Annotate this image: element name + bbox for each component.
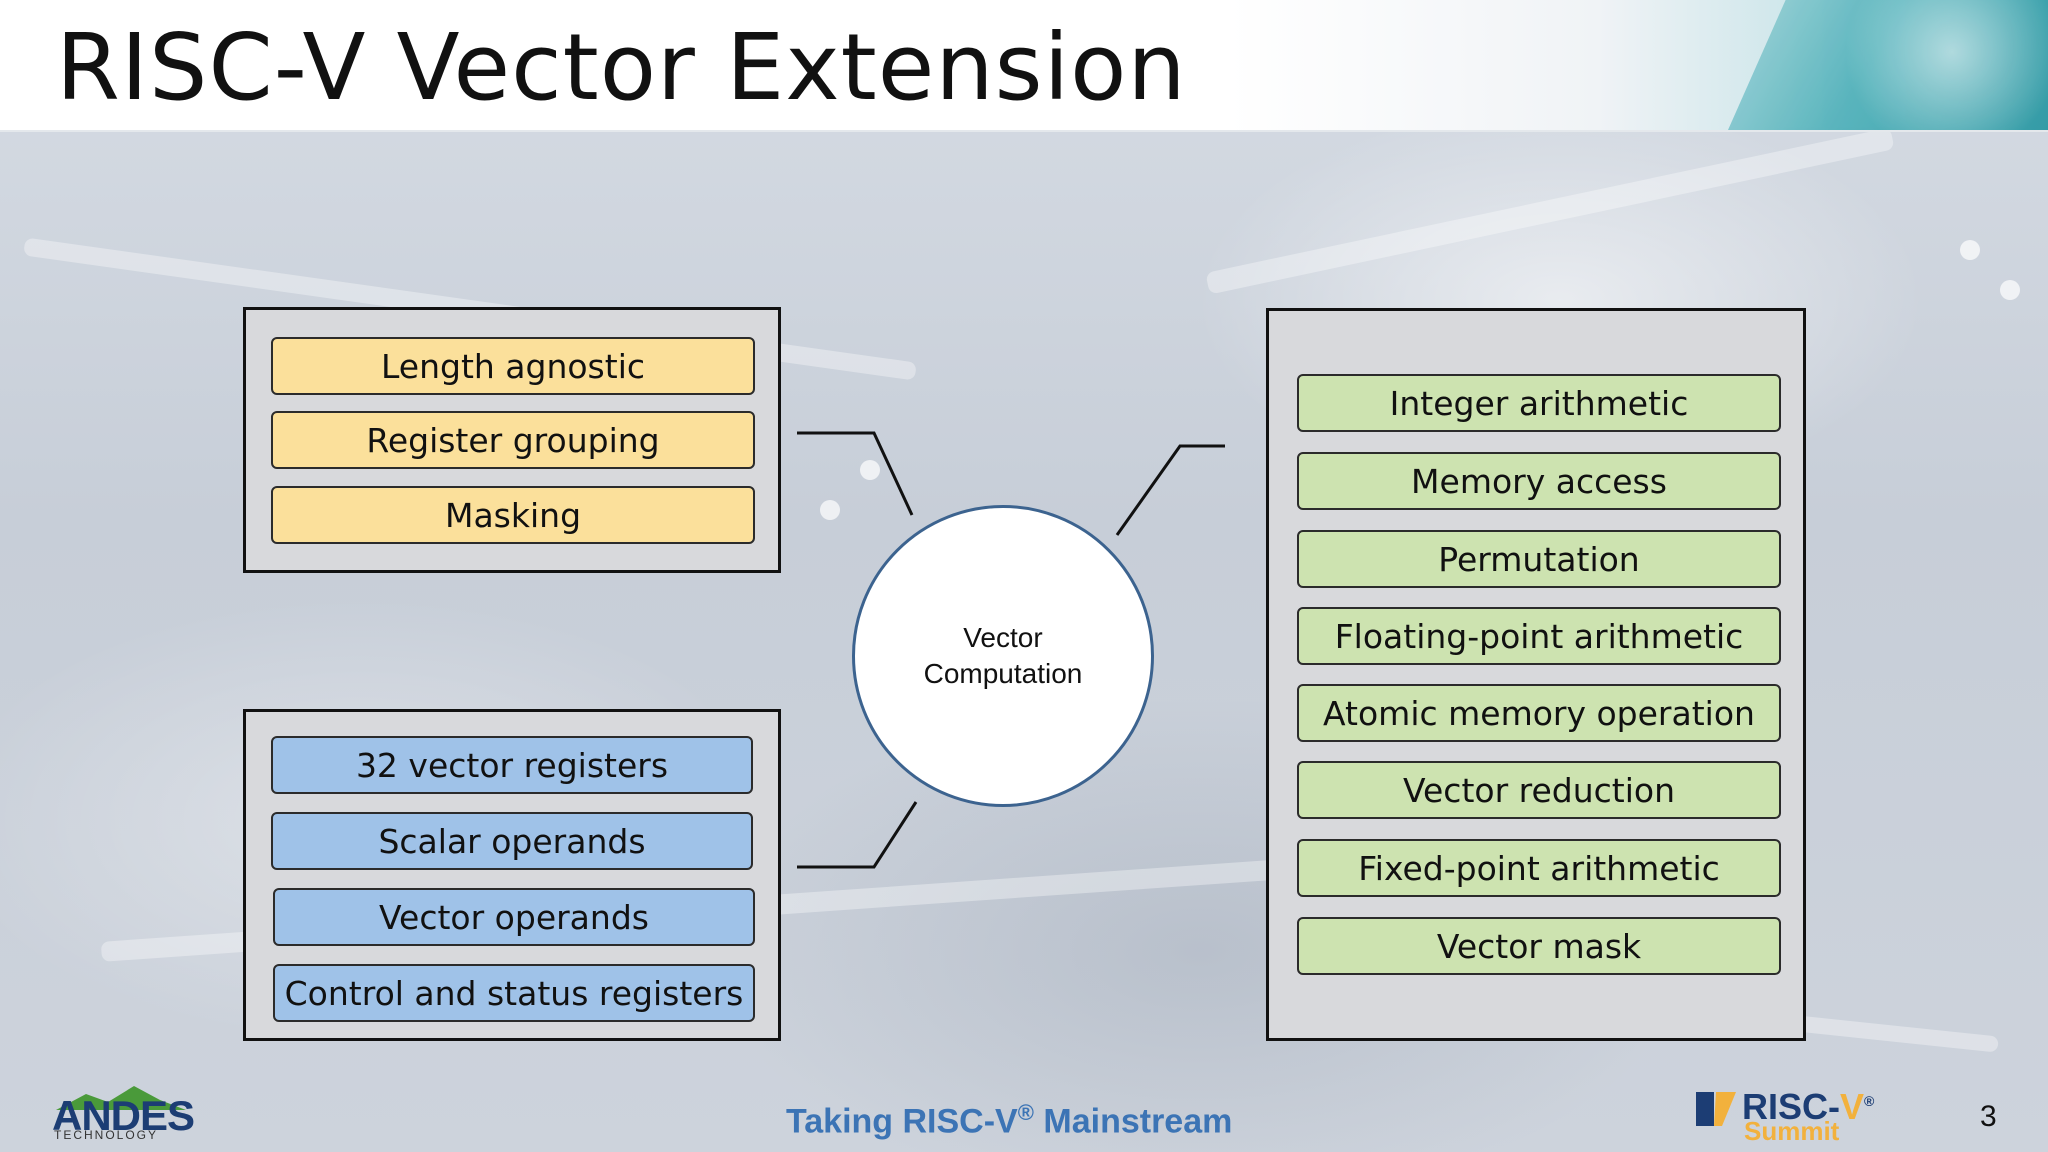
item-scalar-operands: Scalar operands [271, 812, 753, 870]
title-corner-graphic [1728, 0, 2048, 130]
riscv-word-a: RISC- [1742, 1086, 1840, 1127]
riscv-logo-summit: Summit [1744, 1116, 1840, 1146]
item-vector-mask: Vector mask [1297, 917, 1781, 975]
riscv-summit-logo: RISC-V® Summit [1696, 1086, 1906, 1146]
item-vector-reduction: Vector reduction [1297, 761, 1781, 819]
item-atomic-memory-operation: Atomic memory operation [1297, 684, 1781, 742]
andes-logo: ANDES TECHNOLOGY [52, 1084, 195, 1142]
title-bar [0, 0, 2048, 132]
hub-label: Vector Computation [923, 621, 1083, 689]
item-permutation: Permutation [1297, 530, 1781, 588]
connector-top-left [797, 431, 914, 516]
footer-tagline-prefix: Taking RISC-V [786, 1102, 1018, 1141]
item-integer-arithmetic: Integer arithmetic [1297, 374, 1781, 432]
item-length-agnostic: Length agnostic [271, 337, 755, 395]
page-number: 3 [1980, 1100, 1997, 1133]
riscv-word-b: V [1840, 1086, 1865, 1127]
connector-bottom-left [797, 801, 918, 869]
andes-logo-word: ANDES [52, 1092, 195, 1139]
item-masking: Masking [271, 486, 755, 544]
item-control-status-registers: Control and status registers [273, 964, 755, 1022]
footer-tagline-reg: ® [1017, 1100, 1034, 1125]
riscv-word-reg: ® [1864, 1093, 1875, 1109]
riscv-logo-word: RISC-V® [1742, 1086, 1874, 1128]
riscv-mark-icon [1696, 1092, 1736, 1126]
item-vector-operands: Vector operands [273, 888, 755, 946]
vector-computation-hub: Vector Computation [852, 505, 1154, 807]
andes-logo-sub: TECHNOLOGY [54, 1128, 159, 1142]
item-register-grouping: Register grouping [271, 411, 755, 469]
item-memory-access: Memory access [1297, 452, 1781, 510]
footer-tagline: Taking RISC-V® Mainstream [786, 1100, 1232, 1141]
item-32-vector-registers: 32 vector registers [271, 736, 753, 794]
item-floating-point-arithmetic: Floating-point arithmetic [1297, 607, 1781, 665]
footer-tagline-suffix: Mainstream [1033, 1102, 1233, 1141]
andes-mountain-icon [56, 1086, 186, 1110]
slide-title: RISC-V Vector Extension [56, 14, 1187, 121]
connector-right [1115, 444, 1225, 536]
item-fixed-point-arithmetic: Fixed-point arithmetic [1297, 839, 1781, 897]
